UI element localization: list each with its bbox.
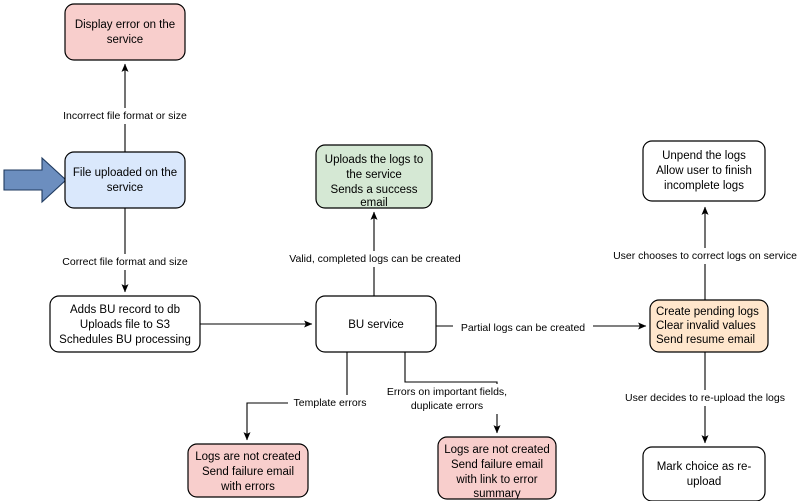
edge-label-user-corrects: User chooses to correct logs on service <box>613 250 797 262</box>
node-adds-bu-record-line2: Uploads file to S3 <box>80 319 170 331</box>
node-bu-service[interactable]: BU service <box>315 295 437 353</box>
edge-label-errors-important-line2: duplicate errors <box>411 400 483 412</box>
node-uploads-logs-success[interactable]: Uploads the logs to the service Sends a … <box>315 144 433 209</box>
node-logs-not-created-errors-box[interactable] <box>187 443 309 498</box>
node-logs-not-created-link-line3: with link to error <box>455 474 537 486</box>
edge-label-incorrect-format: Incorrect file format or size <box>63 110 187 122</box>
node-display-error-box[interactable] <box>64 3 186 61</box>
edge-label-bg-valid-completed <box>278 251 472 267</box>
node-create-pending-logs-line3: Send resume email <box>656 334 755 346</box>
edge-label-bg-user-reupload <box>618 390 792 406</box>
node-unpend-logs[interactable]: Unpend the logs Allow user to finish inc… <box>642 140 766 202</box>
node-logs-not-created-link-line1: Logs are not created <box>444 444 550 456</box>
node-logs-not-created-errors-line3: with errors <box>220 481 275 493</box>
node-bu-service-label: BU service <box>348 319 404 331</box>
node-file-uploaded-box[interactable] <box>64 151 186 209</box>
node-logs-not-created-link[interactable]: Logs are not created Send failure email … <box>437 436 557 500</box>
edge-label-user-reupload: User decides to re-upload the logs <box>625 392 785 404</box>
node-uploads-logs-success-line4: email <box>360 197 387 209</box>
node-logs-not-created-errors-line1: Logs are not created <box>195 451 301 463</box>
node-logs-not-created-errors-line2: Send failure email <box>202 466 294 478</box>
node-adds-bu-record-line3: Schedules BU processing <box>59 334 191 346</box>
edge-labels-layer: Incorrect file format or size Correct fi… <box>55 108 801 414</box>
node-mark-choice-reupload-line2: upload <box>687 476 722 488</box>
node-unpend-logs-line3: incomplete logs <box>664 180 744 192</box>
entry-arrow-icon <box>3 156 67 204</box>
node-create-pending-logs-line1: Create pending logs <box>656 306 759 318</box>
node-mark-choice-reupload-box[interactable] <box>642 446 766 501</box>
node-adds-bu-record[interactable]: Adds BU record to db Uploads file to S3 … <box>49 295 201 353</box>
node-logs-not-created-errors[interactable]: Logs are not created Send failure email … <box>187 443 309 498</box>
node-logs-not-created-link-line4: summary <box>473 488 521 500</box>
node-logs-not-created-link-line2: Send failure email <box>451 459 543 471</box>
node-mark-choice-reupload-line1: Mark choice as re- <box>657 461 752 473</box>
node-unpend-logs-line2: Allow user to finish <box>656 165 752 177</box>
node-create-pending-logs-line2: Clear invalid values <box>656 320 756 332</box>
node-bu-service-box[interactable] <box>315 295 437 353</box>
node-unpend-logs-line1: Unpend the logs <box>662 150 746 162</box>
edge-label-bg-errors-important <box>376 384 518 414</box>
node-adds-bu-record-line1: Adds BU record to db <box>70 304 180 316</box>
node-display-error-line1: Display error on the <box>75 19 175 31</box>
node-uploads-logs-success-box[interactable] <box>315 144 433 209</box>
edge-label-correct-format: Correct file format and size <box>62 256 188 268</box>
edge-label-bg-template-errors <box>288 395 372 411</box>
node-file-uploaded[interactable]: File uploaded on the service <box>64 151 186 209</box>
node-logs-not-created-link-box[interactable] <box>437 436 557 500</box>
edge-label-template-errors: Template errors <box>294 397 367 409</box>
node-create-pending-logs[interactable]: Create pending logs Clear invalid values… <box>649 299 769 353</box>
edge-label-bg-incorrect-format <box>55 108 195 124</box>
node-display-error-line2: service <box>107 34 143 46</box>
node-uploads-logs-success-line2: the service <box>346 169 402 181</box>
node-create-pending-logs-box[interactable] <box>649 299 769 353</box>
entry-arrow <box>3 156 67 204</box>
edge-label-errors-important-line1: Errors on important fields, <box>387 386 507 398</box>
node-uploads-logs-success-line3: Sends a success <box>331 184 418 196</box>
node-adds-bu-record-box[interactable] <box>49 295 201 353</box>
node-file-uploaded-line1: File uploaded on the <box>73 167 177 179</box>
edge-label-valid-completed: Valid, completed logs can be created <box>289 253 461 265</box>
node-mark-choice-reupload[interactable]: Mark choice as re- upload <box>642 446 766 501</box>
node-uploads-logs-success-line1: Uploads the logs to <box>325 154 423 166</box>
edge-label-bg-partial-logs <box>453 320 593 336</box>
edge-label-bg-correct-format <box>55 254 195 270</box>
node-file-uploaded-line2: service <box>107 182 143 194</box>
node-unpend-logs-box[interactable] <box>642 140 766 202</box>
edge-label-bg-user-corrects <box>607 248 801 264</box>
node-display-error[interactable]: Display error on the service <box>64 3 186 61</box>
edge-label-partial-logs: Partial logs can be created <box>461 322 585 334</box>
